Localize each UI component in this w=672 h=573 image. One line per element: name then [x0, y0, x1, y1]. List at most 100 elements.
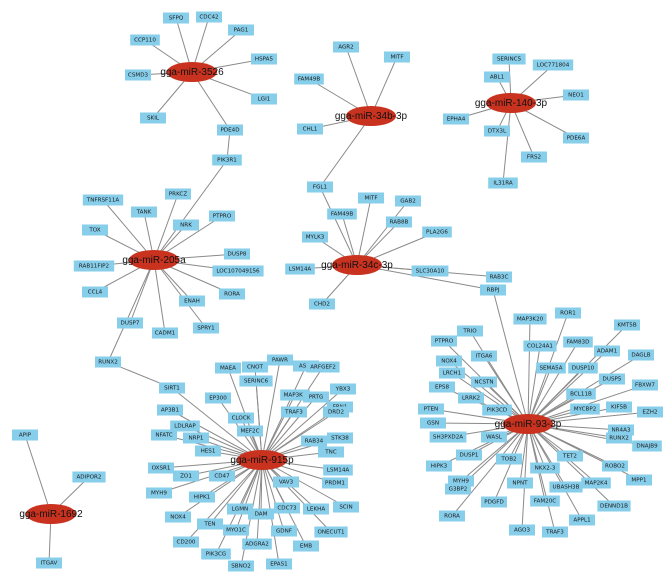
gene-node-fgl1[interactable]: FGL1	[307, 181, 333, 193]
gene-node-rora-a[interactable]: RORA	[219, 288, 245, 300]
gene-node-lsm14a-a[interactable]: LSM14A	[285, 263, 315, 275]
gene-node-pde6a[interactable]: PDE6A	[563, 132, 589, 144]
gene-node-hspa5[interactable]: HSPA5	[251, 53, 277, 65]
gene-node-nrk[interactable]: NRK	[173, 219, 199, 231]
gene-node-scin[interactable]: SCIN	[333, 501, 359, 513]
gene-node-dennd1b[interactable]: DENND1B	[597, 500, 631, 512]
gene-node-daglb[interactable]: DAGLB	[628, 349, 654, 361]
gene-node-traf3-b[interactable]: TRAF3	[542, 526, 568, 538]
gene-node-hes1[interactable]: HES1	[195, 445, 221, 457]
gene-node-appl1[interactable]: APPL1	[569, 514, 595, 526]
gene-node-mitf-b[interactable]: MITF	[358, 192, 384, 204]
gene-node-apip[interactable]: APIP	[12, 429, 38, 441]
gene-node-ptpro-b[interactable]: PTPRO	[431, 335, 457, 347]
gene-node-ror1[interactable]: ROR1	[555, 307, 581, 319]
gene-node-kif5b[interactable]: KIF5B	[606, 401, 632, 413]
gene-node-robo2[interactable]: ROBO2	[602, 460, 628, 472]
gene-node-dusp5[interactable]: DUSP5	[599, 373, 625, 385]
gene-node-prdm1[interactable]: PRDM1	[322, 477, 348, 489]
gene-node-sbno2[interactable]: SBNO2	[228, 560, 254, 572]
gene-node-lgmn[interactable]: LGMN	[227, 503, 253, 515]
gene-node-ep300[interactable]: EP300	[205, 392, 231, 404]
gene-node-ccl4[interactable]: CCL4	[82, 286, 108, 298]
gene-node-dnajb9[interactable]: DNAJB9	[632, 440, 662, 452]
gene-node-adipor2[interactable]: ADIPOR2	[72, 471, 106, 483]
gene-node-tet2[interactable]: TET2	[557, 450, 583, 462]
gene-node-col24a1[interactable]: COL24A1	[523, 340, 557, 352]
gene-node-ldlrap[interactable]: LDLRAP	[170, 420, 200, 432]
mirna-node-m205a[interactable]: gga-miR-205a	[122, 250, 186, 270]
gene-node-hipk1[interactable]: HIPK1	[189, 491, 215, 503]
mirna-node-m3526[interactable]: gga-miR-3526	[160, 62, 224, 82]
gene-node-itgav[interactable]: ITGAV	[36, 557, 62, 569]
gene-node-stk38[interactable]: STK38	[327, 432, 353, 444]
gene-node-map3k20[interactable]: MAP3K20	[513, 313, 547, 325]
gene-node-traf3-a[interactable]: TRAF3	[281, 406, 307, 418]
gene-node-loc107049156[interactable]: LOC107049156	[212, 265, 264, 277]
gene-node-serinc6[interactable]: SERINC6	[239, 375, 273, 387]
gene-node-pla2g6[interactable]: PLA2G6	[422, 226, 452, 238]
gene-node-lekha[interactable]: LEKHA	[303, 503, 329, 515]
gene-node-myh9-b[interactable]: MYH9	[146, 487, 172, 499]
gene-node-cd47[interactable]: CD47	[209, 470, 235, 482]
gene-node-slc30a10[interactable]: SLC30A10	[411, 265, 449, 277]
gene-node-spry1[interactable]: SPRY1	[193, 322, 219, 334]
gene-node-abl1[interactable]: ABL1	[484, 71, 510, 83]
gene-node-rbpj[interactable]: RBPJ	[480, 284, 506, 296]
gene-node-oxsr1[interactable]: OXSR1	[148, 462, 174, 474]
gene-node-cnot[interactable]: CNOT	[242, 361, 268, 373]
gene-node-nox4-a[interactable]: NOX4	[436, 355, 462, 367]
gene-node-asf2[interactable]: ASF2	[293, 360, 319, 372]
gene-node-lrrk2[interactable]: LRRK2	[458, 392, 484, 404]
gene-node-serinc5[interactable]: SERINC5	[492, 53, 526, 65]
gene-node-fam49b-b[interactable]: FAM49B	[327, 208, 357, 220]
gene-node-tnc[interactable]: TNC	[318, 446, 344, 458]
gene-node-rab8b[interactable]: RAB8B	[386, 216, 412, 228]
gene-node-maea[interactable]: MAEA	[215, 362, 241, 374]
gene-node-itga6[interactable]: ITGA6	[471, 350, 497, 362]
gene-node-pawr[interactable]: PAWR	[267, 354, 293, 366]
mirna-node-m93[interactable]: gga-miR-93-3p	[495, 414, 562, 434]
gene-node-npnt[interactable]: NPNT	[507, 477, 533, 489]
gene-node-neo1[interactable]: NEO1	[563, 89, 589, 101]
gene-node-vav3[interactable]: VAV3	[273, 476, 299, 488]
gene-node-eps8[interactable]: EPS8	[429, 381, 455, 393]
gene-node-dusp8[interactable]: DUSP8	[224, 248, 250, 260]
mirna-node-m1692[interactable]: gga-miR-1692	[19, 504, 83, 524]
gene-node-myh9-a[interactable]: MYH9	[448, 475, 474, 487]
gene-node-lrch1[interactable]: LRCH1	[439, 367, 465, 379]
gene-node-sema5a[interactable]: SEMA5A	[536, 362, 566, 374]
gene-node-il31ra[interactable]: IL31RA	[488, 177, 518, 189]
gene-node-pdgfd[interactable]: PDGFD	[481, 496, 507, 508]
gene-node-prkcz[interactable]: PRKCZ	[165, 188, 191, 200]
gene-node-mycbp2[interactable]: MYCBP2	[570, 403, 600, 415]
gene-node-nkx2-3[interactable]: NKX2-3	[530, 462, 560, 474]
gene-node-skil[interactable]: SKIL	[140, 112, 166, 124]
mirna-node-m34b[interactable]: gga-miR-34b-3p	[335, 106, 408, 126]
gene-node-tob2[interactable]: TOB2	[496, 453, 522, 465]
gene-node-hipk3[interactable]: HIPK3	[426, 460, 452, 472]
gene-node-adgra2[interactable]: ADGRA2	[242, 538, 272, 550]
gene-node-pik3cd[interactable]: PIK3CD	[482, 404, 512, 416]
gene-node-onecut1[interactable]: ONECUT1	[314, 526, 348, 538]
gene-node-arfgef2[interactable]: ARFGEF2	[306, 361, 340, 373]
gene-node-trio[interactable]: TRIO	[457, 325, 483, 337]
gene-node-map3k3[interactable]: MAP3K3	[280, 389, 310, 401]
gene-node-g3bp2[interactable]: G3BP2	[445, 483, 471, 495]
gene-node-ubash3b[interactable]: UBASH3B	[549, 481, 583, 493]
gene-node-fbxw7[interactable]: FBXW7	[632, 379, 658, 391]
gene-node-epas1[interactable]: EPAS1	[266, 558, 292, 570]
gene-node-bcl11b[interactable]: BCL11B	[566, 388, 596, 400]
gene-node-fam20c[interactable]: FAM20C	[530, 495, 560, 507]
gene-node-frs2[interactable]: FRS2	[521, 151, 547, 163]
mirna-node-m140[interactable]: gga-miR-140-3p	[475, 93, 548, 113]
gene-node-sh3pxd2a[interactable]: SH3PXD2A	[429, 431, 467, 443]
gene-node-csmd3[interactable]: CSMD3	[125, 69, 151, 81]
gene-node-emb[interactable]: EMB	[293, 540, 319, 552]
gene-node-ptpro-a[interactable]: PTPRO	[209, 210, 235, 222]
gene-node-ncstn[interactable]: NCSTN	[471, 376, 497, 388]
gene-node-dam[interactable]: DAM	[248, 508, 274, 520]
gene-node-runx2-b[interactable]: RUNX2	[606, 432, 632, 444]
gene-node-chd2[interactable]: CHD2	[309, 298, 335, 310]
gene-node-agr2[interactable]: AGR2	[333, 41, 359, 53]
